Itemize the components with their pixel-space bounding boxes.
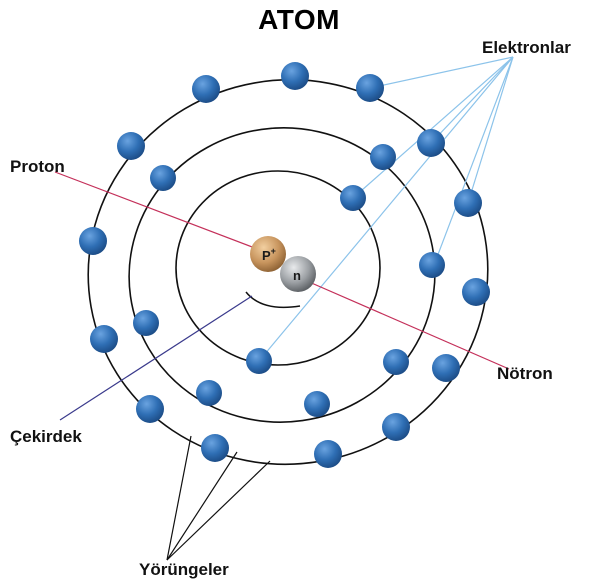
nucleus: P+ n [250,236,316,292]
proton [250,236,286,272]
electron [90,325,118,353]
electron [117,132,145,160]
electron [150,165,176,191]
electron [314,440,342,468]
nucleus-pointer-line [59,295,253,421]
neutron-symbol: n [293,268,301,283]
electron-pointer-lines [258,56,514,362]
electron [281,62,309,90]
diagram-title: ATOM [258,4,340,35]
electron [340,185,366,211]
electron [196,380,222,406]
neutron-pointer-line [299,277,510,370]
electron [383,349,409,375]
electron [201,434,229,462]
label-proton: Proton [10,157,65,176]
electron [192,75,220,103]
neutron [280,256,316,292]
electron [136,395,164,423]
proton-pointer-line [54,171,269,254]
electron [356,74,384,102]
proton-symbol: P+ [262,246,276,263]
electron [304,391,330,417]
electron [432,354,460,382]
electron [462,278,490,306]
electrons [79,62,490,468]
electron [370,144,396,170]
label-neutron: Nötron [497,364,553,383]
electron [454,189,482,217]
electron [382,413,410,441]
orbit-inner [175,170,381,366]
electron [419,252,445,278]
electron [79,227,107,255]
electron [133,310,159,336]
label-orbits: Yörüngeler [139,560,229,579]
label-electrons: Elektronlar [482,38,571,57]
orbit-pointer-lines [166,435,271,561]
label-nucleus: Çekirdek [10,427,82,446]
electron [417,129,445,157]
electron [246,348,272,374]
nucleus-bracket [245,291,301,309]
